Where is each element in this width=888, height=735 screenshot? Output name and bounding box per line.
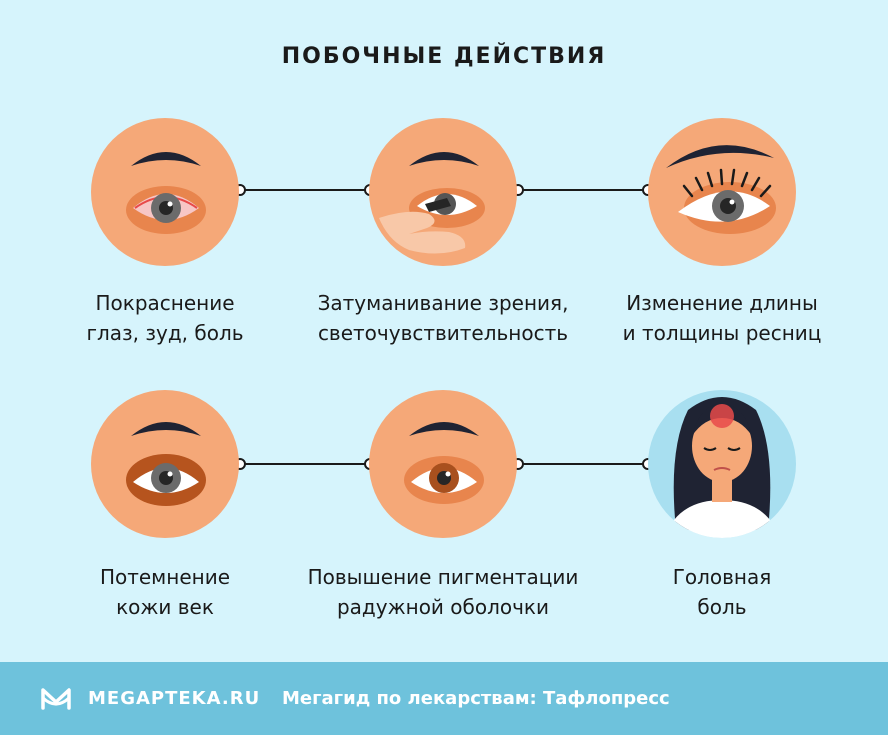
- brand-link[interactable]: MEGAPTEKA.RU: [88, 688, 261, 709]
- footer-tagline: Мегагид по лекарствам: Тафлопресс: [282, 688, 670, 709]
- caption-blurred-vision: Затуманивание зрения,светочувствительнос…: [317, 291, 569, 345]
- headache-woman-icon: [648, 390, 796, 538]
- brown-iris-icon: [369, 390, 517, 538]
- blurred-eye-icon: [369, 118, 517, 266]
- dark-eyelid-icon: [91, 390, 239, 538]
- footer: MEGAPTEKA.RU Мегагид по лекарствам: Тафл…: [0, 662, 888, 735]
- eyelashes-icon: [648, 118, 796, 266]
- red-eye-icon: [91, 118, 239, 266]
- page-title: ПОБОЧНЫЕ ДЕЙСТВИЯ: [281, 44, 607, 69]
- connector-2: [234, 458, 654, 470]
- megapteka-logo-icon: [41, 688, 71, 710]
